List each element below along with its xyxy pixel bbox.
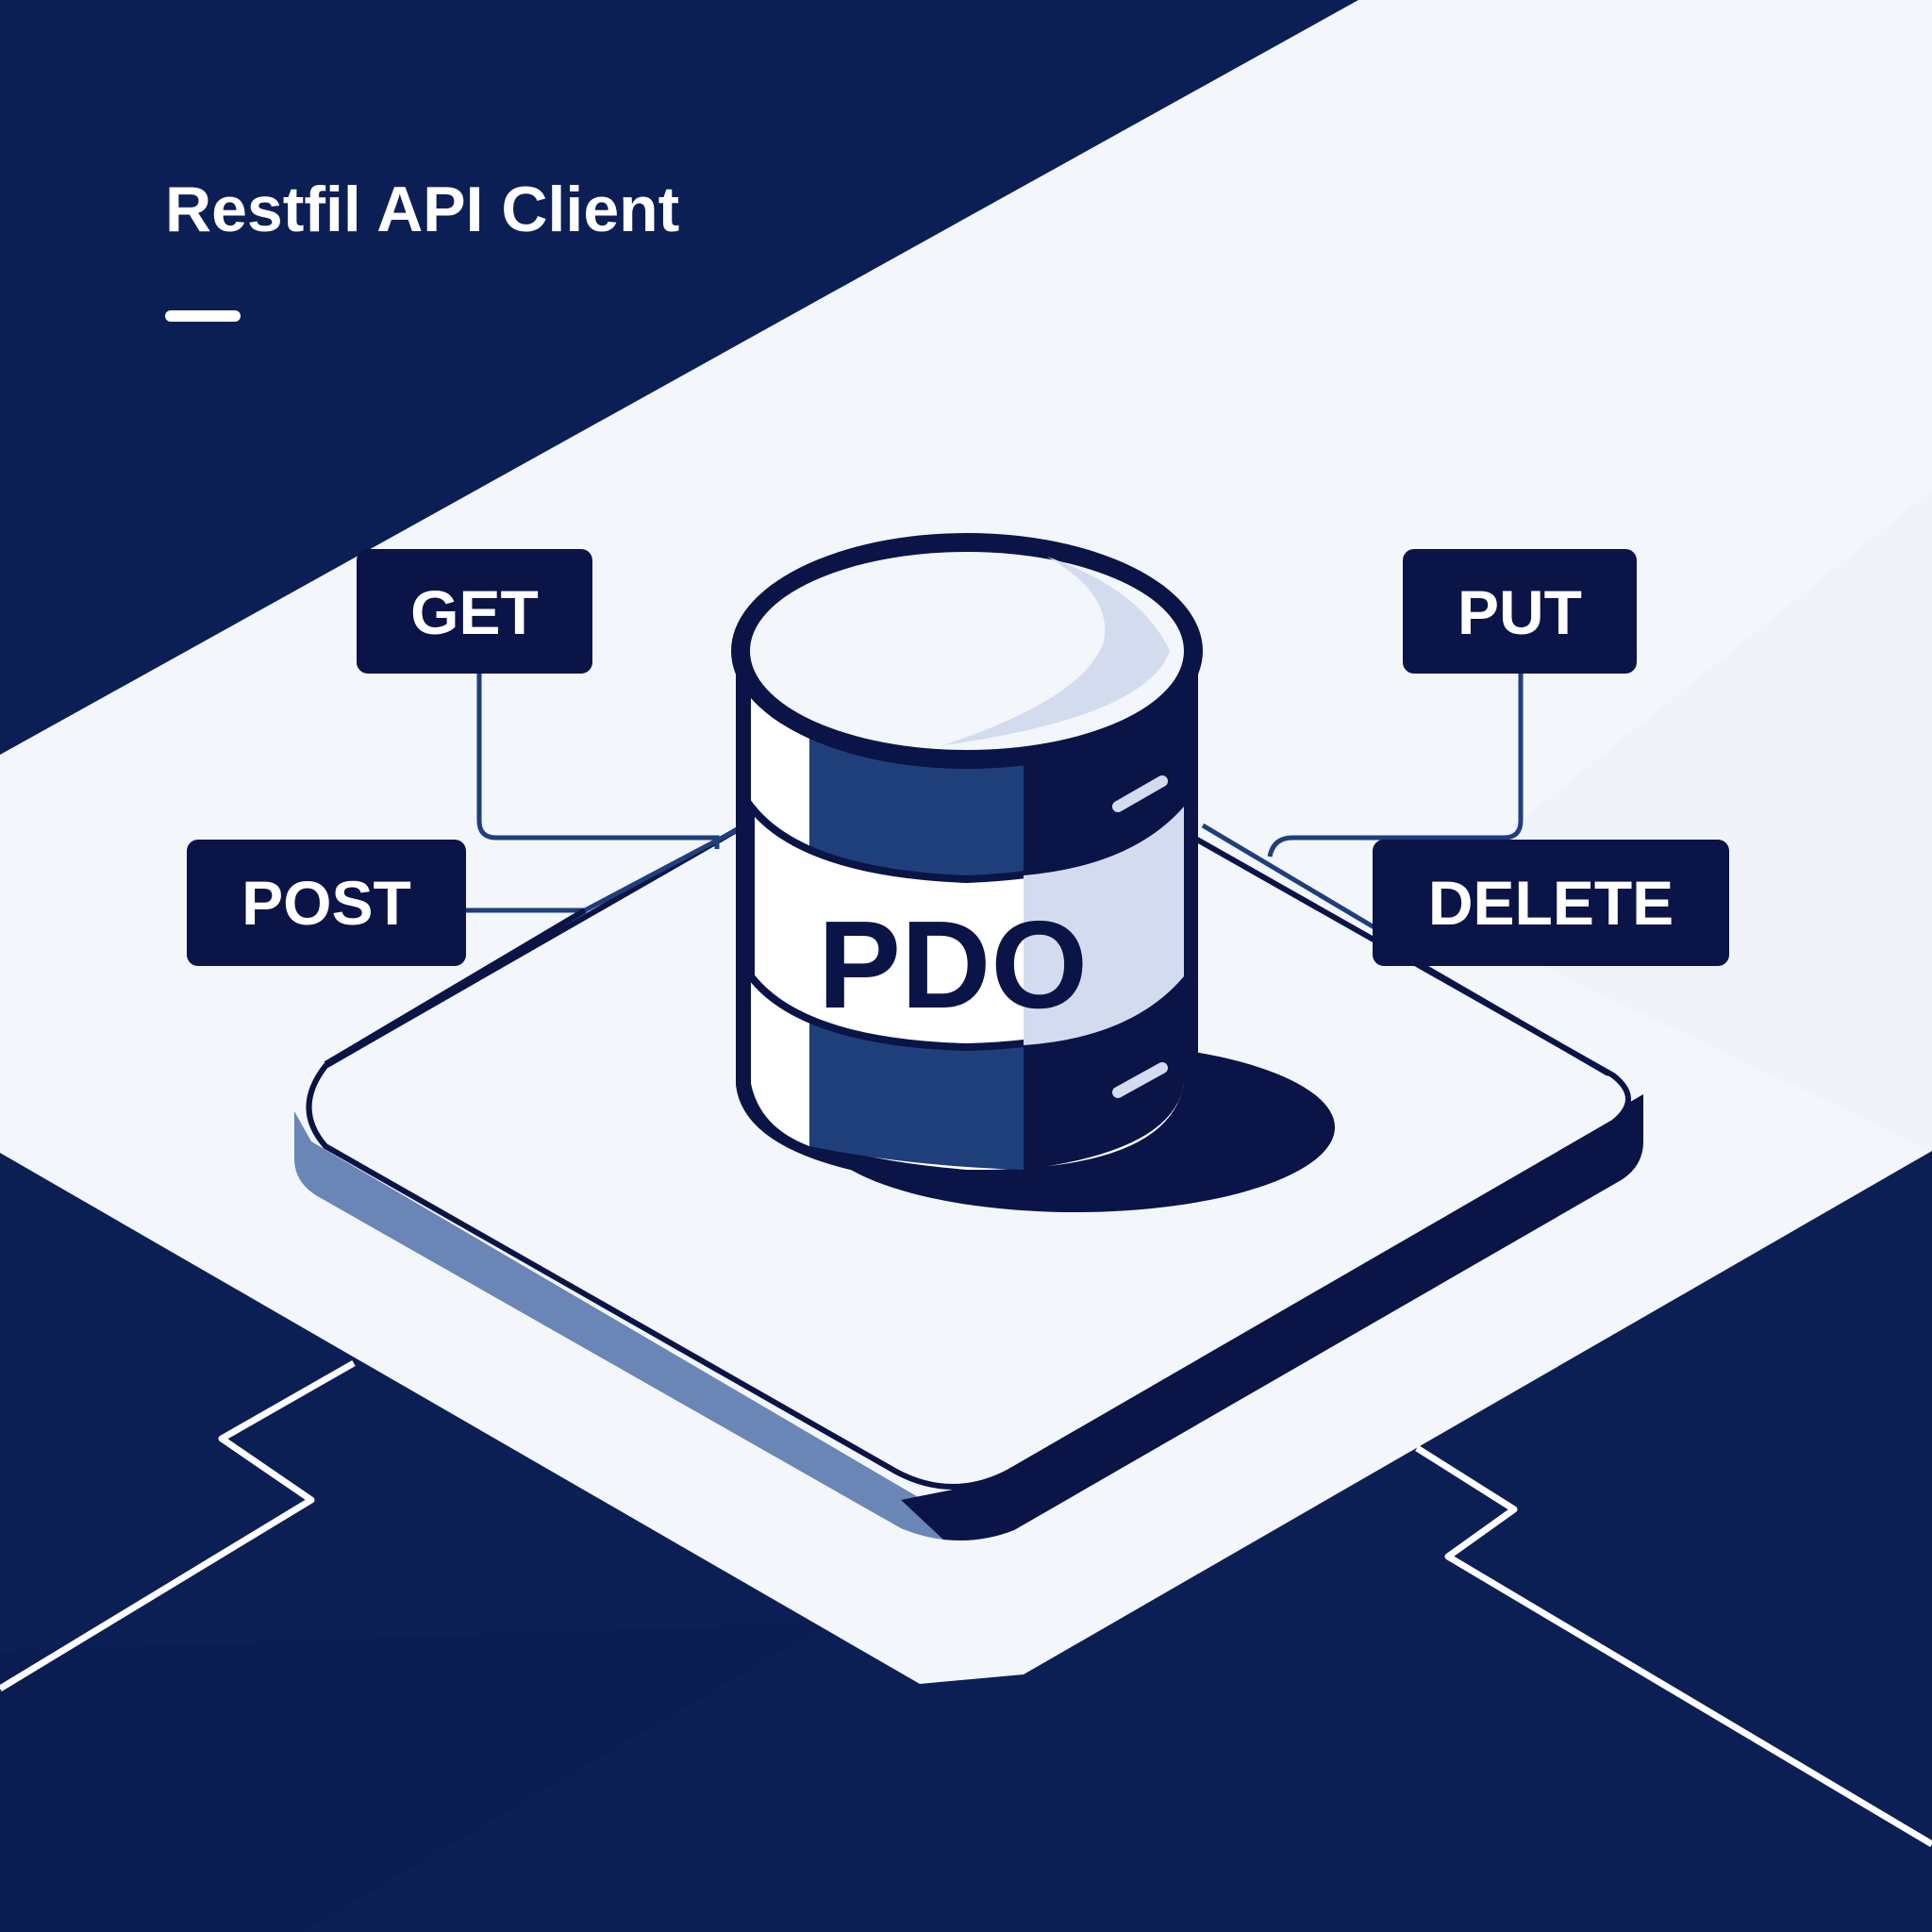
- method-post[interactable]: POST: [187, 840, 466, 966]
- database-cylinder: PDO: [731, 533, 1203, 1188]
- method-delete-box[interactable]: [1373, 840, 1729, 966]
- background-shade: [0, 1623, 830, 1932]
- circuit-line-left: [0, 1359, 356, 1691]
- method-post-label: POST: [242, 868, 411, 938]
- band-facet: [1415, 491, 1932, 1151]
- method-delete-label: DELETE: [1428, 868, 1674, 938]
- connector-post-platform: [324, 908, 587, 1067]
- connector-delete-platform: [1423, 964, 1610, 1076]
- method-put-label: PUT: [1457, 577, 1582, 647]
- page-title: Restfil API Client: [165, 174, 679, 245]
- title-underline: [165, 310, 241, 322]
- method-get-label: GET: [410, 577, 539, 647]
- method-get[interactable]: GET: [357, 549, 592, 674]
- connector-put: [1267, 672, 1524, 858]
- method-get-box[interactable]: [357, 549, 592, 674]
- cylinder-highlight-top: [1112, 775, 1168, 812]
- circuit-line-right: [1415, 1445, 1932, 1848]
- cylinder-highlight-bottom: [1112, 1062, 1168, 1098]
- method-put-box[interactable]: [1403, 549, 1637, 674]
- method-delete[interactable]: DELETE: [1373, 840, 1729, 966]
- method-post-box[interactable]: [187, 840, 466, 966]
- database-label: PDO: [818, 895, 1088, 1034]
- connector-delete: [1201, 823, 1379, 932]
- method-put[interactable]: PUT: [1403, 549, 1637, 674]
- connector-get: [476, 672, 720, 849]
